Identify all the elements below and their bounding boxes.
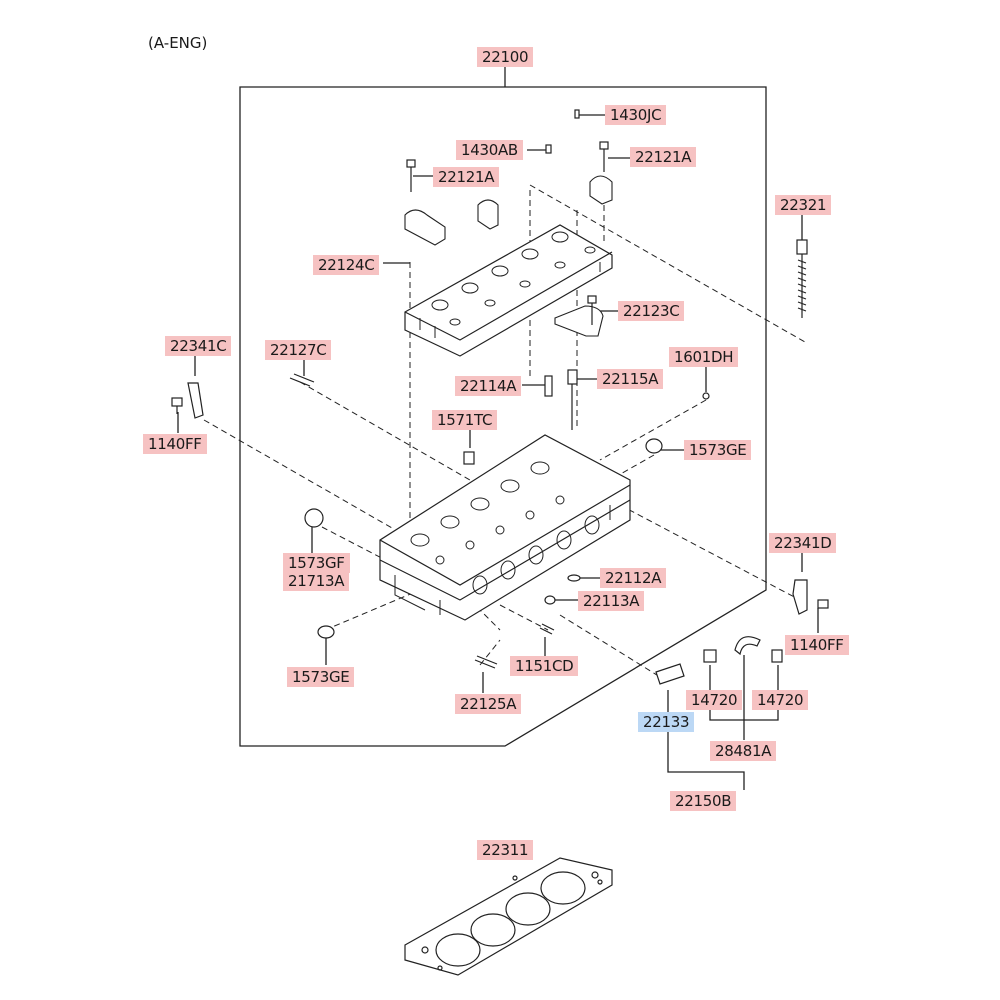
part-label-1573GF[interactable]: 1573GF xyxy=(283,553,350,573)
part-label-14720-right[interactable]: 14720 xyxy=(752,690,809,710)
part-label-22123C[interactable]: 22123C xyxy=(618,301,685,321)
part-label-22311[interactable]: 22311 xyxy=(477,840,534,860)
part-label-22124C[interactable]: 22124C xyxy=(313,255,380,275)
cam-cap-group xyxy=(404,175,613,337)
bolt-group xyxy=(171,109,829,685)
part-label-21713A[interactable]: 21713A xyxy=(283,571,350,591)
head-gasket xyxy=(404,857,613,976)
camshaft-carrier xyxy=(404,224,613,357)
part-label-1151CD[interactable]: 1151CD xyxy=(510,656,579,676)
part-label-1573GE-right[interactable]: 1573GE xyxy=(684,440,752,460)
part-label-22127C[interactable]: 22127C xyxy=(265,340,332,360)
part-label-1573GE-left[interactable]: 1573GE xyxy=(287,667,355,687)
part-label-22100[interactable]: 22100 xyxy=(477,47,534,67)
part-label-22133[interactable]: 22133 xyxy=(638,712,695,732)
part-label-22113A[interactable]: 22113A xyxy=(578,591,645,611)
part-label-1601DH[interactable]: 1601DH xyxy=(669,347,739,367)
part-label-14720-left[interactable]: 14720 xyxy=(686,690,743,710)
part-label-1140FF-right[interactable]: 1140FF xyxy=(785,635,849,655)
part-label-22125A[interactable]: 22125A xyxy=(455,694,522,714)
part-label-1571TC[interactable]: 1571TC xyxy=(432,410,498,430)
part-label-1430JC[interactable]: 1430JC xyxy=(605,105,667,125)
part-label-22115A[interactable]: 22115A xyxy=(597,369,664,389)
part-label-1430AB[interactable]: 1430AB xyxy=(456,140,523,160)
part-label-22114A[interactable]: 22114A xyxy=(455,376,522,396)
part-label-22341C[interactable]: 22341C xyxy=(165,336,232,356)
cylinder-head xyxy=(379,434,631,621)
part-label-22150B[interactable]: 22150B xyxy=(670,791,737,811)
part-label-22321[interactable]: 22321 xyxy=(775,195,832,215)
part-label-22121A-left[interactable]: 22121A xyxy=(433,167,500,187)
assembly-frame xyxy=(239,66,767,747)
part-label-22112A[interactable]: 22112A xyxy=(600,568,667,588)
part-label-22341D[interactable]: 22341D xyxy=(769,533,837,553)
variant-title: (A-ENG) xyxy=(148,34,208,52)
part-label-1140FF-left[interactable]: 1140FF xyxy=(143,434,207,454)
part-label-28481A[interactable]: 28481A xyxy=(710,741,777,761)
part-label-22121A-right[interactable]: 22121A xyxy=(630,147,697,167)
